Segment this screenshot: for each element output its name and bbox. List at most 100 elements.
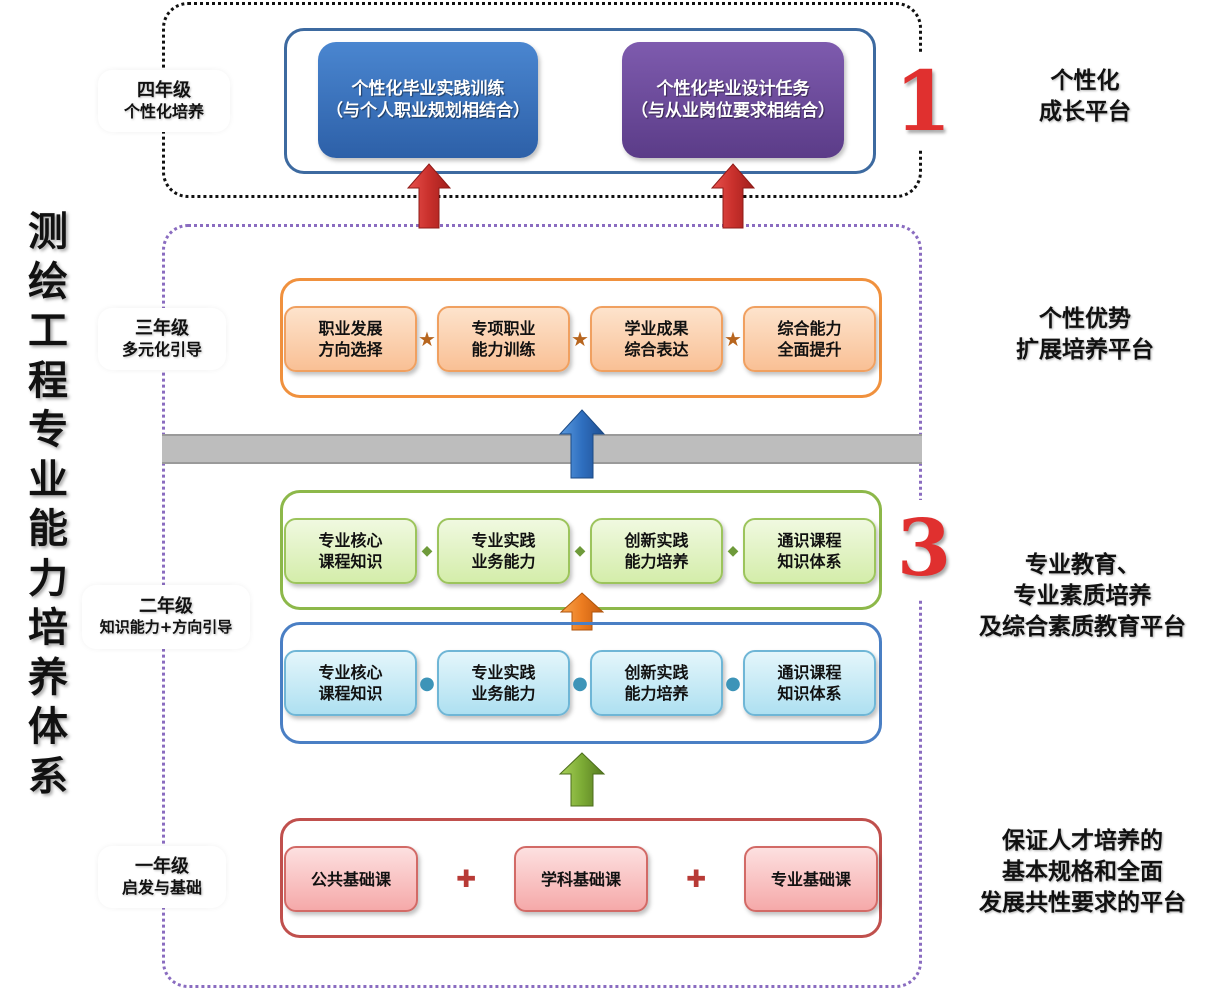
grade-label-year3: 三年级 多元化引导 (98, 308, 226, 370)
plus-separator-icon: ✚ (455, 865, 477, 893)
box-line1: 综合能力 (777, 319, 842, 338)
course-box: 专项职业能力训练 (437, 306, 570, 372)
platform-line: 发展共性要求的平台 (979, 890, 1186, 916)
red-up-arrow-left (406, 163, 452, 229)
blue-up-arrow (558, 409, 606, 479)
box-line2: 课程知识 (318, 684, 383, 703)
box-line1: 专项职业 (471, 319, 536, 338)
plus-separator-icon: ✚ (685, 865, 707, 893)
year2-blue-group (280, 622, 882, 744)
box-line2: 课程知识 (318, 552, 383, 571)
red-up-arrow-right (710, 163, 756, 229)
vertical-title: 测绘工程专业能力培养体系 (22, 208, 74, 802)
title-char: 培 (28, 605, 68, 651)
grade-year: 四年级 (137, 80, 191, 101)
grade-label-year2: 二年级 知识能力+方向引导 (82, 585, 250, 649)
grade-focus: 知识能力+方向引导 (99, 618, 233, 636)
graduation-practice-box: 个性化毕业实践训练（与个人职业规划相结合） (318, 42, 538, 158)
diamond-separator-icon: ◆ (421, 543, 433, 559)
foundation-course-box: 公共基础课 (284, 846, 418, 912)
box-line1: 专业核心 (318, 531, 383, 550)
platform-line: 保证人才培养的 (1002, 828, 1163, 854)
platform-label-year1: 保证人才培养的 基本规格和全面 发展共性要求的平台 (955, 826, 1210, 919)
box-line2: 能力培养 (624, 684, 689, 703)
title-char: 测 (28, 209, 68, 255)
course-box: 创新实践能力培养 (590, 518, 723, 584)
box-line1: 通识课程 (777, 531, 842, 550)
year2-blue-row: 专业核心课程知识●专业实践业务能力●创新实践能力培养●通识课程知识体系 (284, 650, 878, 716)
title-char: 力 (28, 555, 68, 602)
platform-line: 个性化 (1050, 68, 1120, 94)
diamond-separator-icon: ◆ (574, 543, 586, 559)
box-line2: （与个人职业规划相结合） (326, 101, 530, 121)
circle-separator-icon: ● (572, 672, 588, 694)
title-char: 绘 (28, 258, 68, 305)
year1-row: 公共基础课 ✚ 学科基础课 ✚ 专业基础课 (284, 846, 878, 912)
box-line1: 专业实践 (471, 531, 536, 550)
platform-line: 专业教育、 (1025, 552, 1140, 578)
platform-line: 个性优势 (1039, 306, 1131, 332)
box-line2: 业务能力 (471, 552, 536, 571)
box-line1: 创新实践 (624, 531, 689, 550)
green-up-arrow (558, 752, 606, 807)
box-line1: 专业实践 (471, 663, 536, 682)
platform-line: 及综合素质教育平台 (979, 614, 1186, 640)
orange-up-arrow (560, 592, 604, 631)
circle-separator-icon: ● (419, 672, 435, 694)
star-separator-icon: ★ (418, 327, 436, 351)
foundation-course-box: 学科基础课 (514, 846, 648, 912)
platform-line: 成长平台 (1039, 99, 1131, 125)
star-separator-icon: ★ (571, 327, 589, 351)
course-box: 学业成果综合表达 (590, 306, 723, 372)
platform-line: 基本规格和全面 (1002, 859, 1163, 885)
title-char: 业 (28, 456, 68, 503)
box-line1: 学业成果 (624, 319, 689, 338)
grade-year: 三年级 (135, 318, 189, 339)
course-box: 专业核心课程知识 (284, 518, 417, 584)
box-line1: 专业核心 (318, 663, 383, 682)
year3-row: 职业发展方向选择★专项职业能力训练★学业成果综合表达★综合能力全面提升 (284, 306, 878, 372)
box-line2: 知识体系 (777, 552, 842, 571)
grade-label-year1: 一年级 启发与基础 (98, 846, 226, 908)
box-line2: 知识体系 (777, 684, 842, 703)
course-box: 专业实践业务能力 (437, 650, 570, 716)
grade-focus: 个性化培养 (123, 102, 204, 121)
grade-label-year4: 四年级 个性化培养 (98, 70, 230, 132)
title-char: 养 (28, 654, 68, 701)
title-char: 专 (28, 407, 68, 453)
box-line2: （与从业岗位要求相结合） (631, 101, 835, 121)
course-box: 专业实践业务能力 (437, 518, 570, 584)
year2-green-row: 专业核心课程知识◆专业实践业务能力◆创新实践能力培养◆通识课程知识体系 (284, 518, 878, 584)
grade-focus: 启发与基础 (121, 878, 202, 897)
course-box: 专业核心课程知识 (284, 650, 417, 716)
platform-label-year2: 专业教育、 专业素质培养 及综合素质教育平台 (950, 550, 1215, 643)
platform-label-year4: 个性化 成长平台 (990, 66, 1180, 128)
platform-label-year3: 个性优势 扩展培养平台 (985, 304, 1185, 366)
platform-line: 专业素质培养 (1013, 583, 1152, 609)
circle-separator-icon: ● (725, 672, 741, 694)
box-line1: 职业发展 (318, 319, 383, 338)
title-char: 体 (28, 704, 68, 750)
course-box: 职业发展方向选择 (284, 306, 417, 372)
grade-year: 二年级 (139, 596, 193, 617)
box-line2: 能力训练 (471, 340, 536, 359)
graduation-design-box: 个性化毕业设计任务（与从业岗位要求相结合） (622, 42, 844, 158)
box-line2: 方向选择 (318, 340, 383, 359)
box-line1: 创新实践 (624, 663, 689, 682)
title-char: 工 (28, 308, 68, 354)
title-char: 系 (28, 753, 68, 800)
box-line2: 综合表达 (624, 340, 689, 359)
box-line1: 通识课程 (777, 663, 842, 682)
foundation-course-box: 专业基础课 (744, 846, 878, 912)
star-separator-icon: ★ (724, 327, 742, 351)
title-char: 程 (28, 357, 68, 404)
platform-number-3: 3 (892, 500, 956, 598)
course-box: 通识课程知识体系 (743, 518, 876, 584)
diamond-separator-icon: ◆ (727, 543, 739, 559)
box-line1: 个性化毕业实践训练 (351, 79, 505, 99)
box-line2: 全面提升 (777, 340, 842, 359)
gray-divider-band (162, 434, 922, 464)
box-line1: 个性化毕业设计任务 (656, 79, 810, 99)
title-char: 能 (28, 506, 68, 552)
course-box: 综合能力全面提升 (743, 306, 876, 372)
